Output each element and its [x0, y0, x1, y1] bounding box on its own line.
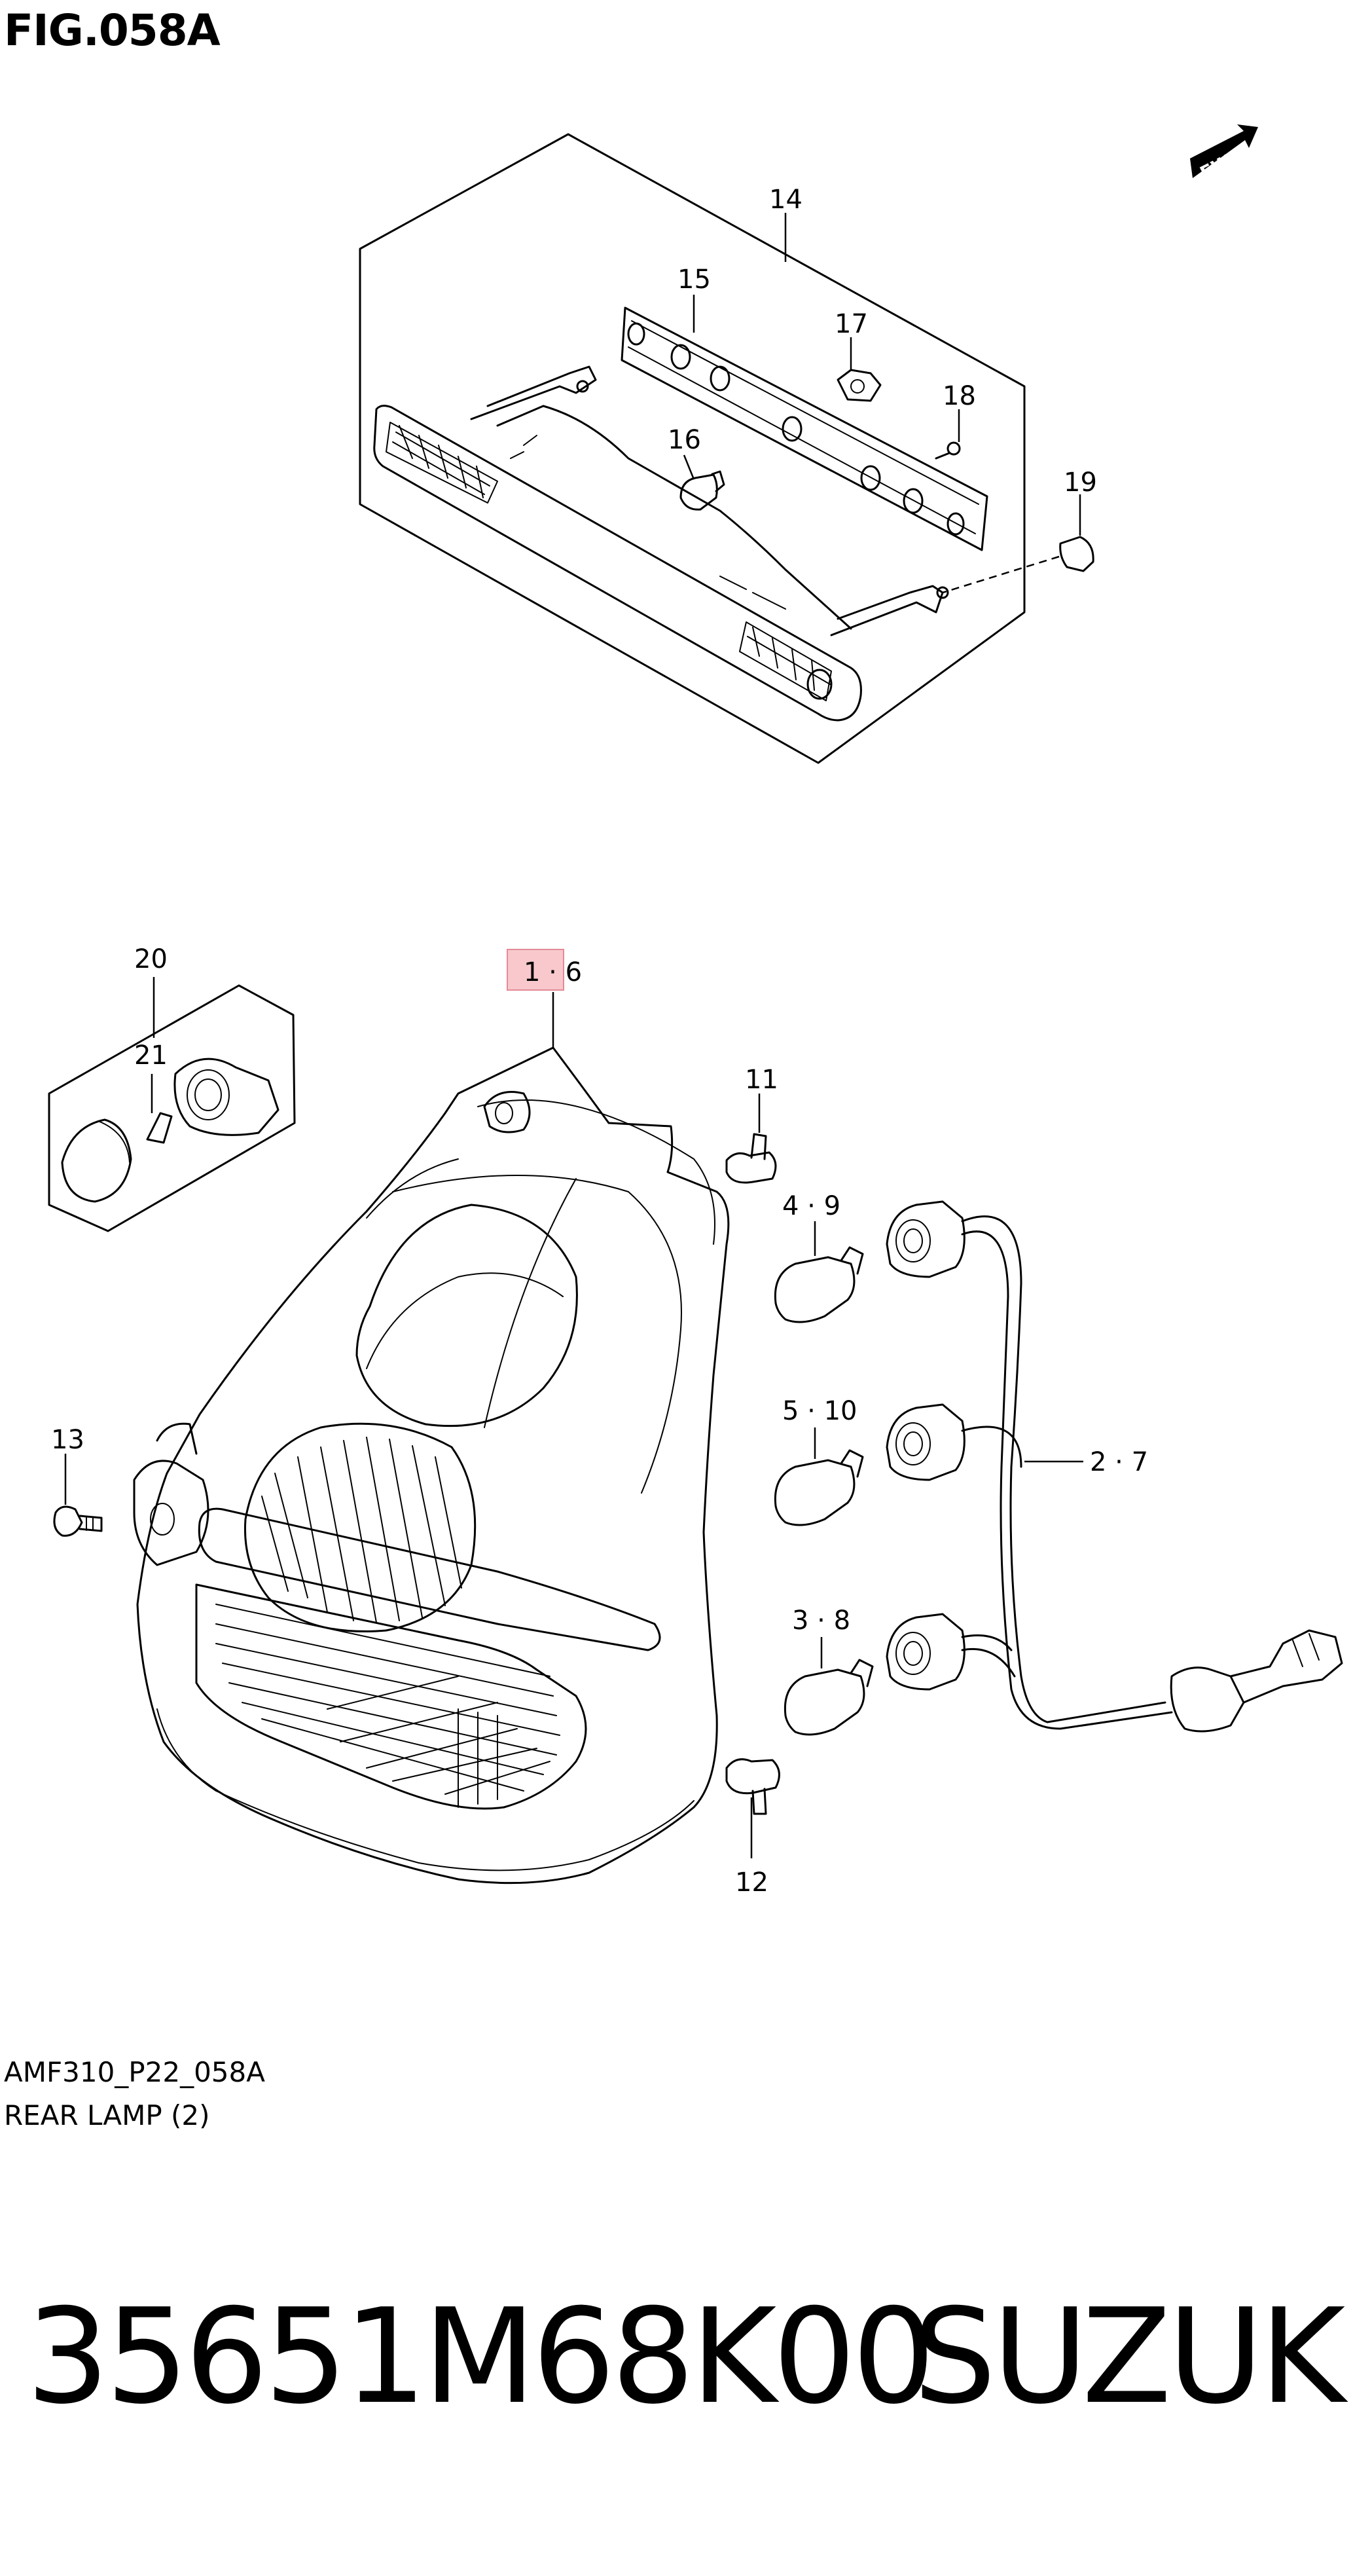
- callout-14: 14: [769, 185, 803, 215]
- license-lamp-kit: 20 21: [48, 944, 296, 1232]
- clip-11: 11: [725, 1065, 778, 1184]
- socket-17: [837, 369, 882, 402]
- harness-connector: [1229, 1629, 1343, 1704]
- callout-19: 19: [1064, 468, 1097, 498]
- upper-reflector: [355, 1204, 578, 1427]
- highlight-box: [507, 949, 564, 991]
- grommet-19: [942, 536, 1094, 594]
- callout-4-9: 4 · 9: [782, 1191, 840, 1221]
- callout-21: 21: [134, 1040, 168, 1071]
- lamp-lens-housing: [373, 405, 862, 722]
- lower-lens: [195, 1583, 587, 1810]
- lens-grid-right: [739, 621, 832, 701]
- lamp-housing-outline: [136, 1046, 730, 1885]
- bulb-4-9: 4 · 9: [774, 1191, 864, 1323]
- mount-bracket-right: [830, 585, 944, 636]
- fwd-arrow-icon: FWD: [1190, 124, 1258, 184]
- socket-middle: [886, 1403, 965, 1481]
- bulb-3-8: 3 · 8: [784, 1606, 874, 1736]
- callout-15: 15: [677, 265, 711, 295]
- kit-frame-20: [48, 984, 296, 1232]
- lamp-globe: [61, 1118, 132, 1203]
- socket-lower: [886, 1613, 965, 1691]
- assembly-frame-14: [359, 133, 1026, 764]
- rear-lamp-assembly: 1 · 6: [133, 949, 730, 1885]
- part-number: 35651M68K00: [26, 2281, 935, 2433]
- wedge-bulb-16: [679, 470, 725, 511]
- figure-caption: REAR LAMP (2): [4, 2099, 210, 2131]
- high-mount-lamp-assembly: 14 15 16 17 18 19: [359, 133, 1097, 764]
- callout-20: 20: [134, 944, 168, 974]
- callout-2-7: 2 · 7: [1090, 1447, 1148, 1477]
- mount-tab-upper: [483, 1091, 531, 1133]
- lens-grid-left: [386, 422, 498, 504]
- callout-5-10: 5 · 10: [782, 1396, 857, 1426]
- figure-id: FIG.058A: [4, 5, 221, 56]
- brand-name: SUZUKI: [913, 2281, 1353, 2433]
- wedge-bulb-21: [146, 1112, 173, 1144]
- callout-3-8: 3 · 8: [792, 1606, 850, 1636]
- socket-upper: [886, 1200, 965, 1278]
- main-reflector: [244, 1422, 477, 1632]
- figure-code: AMF310_P22_058A: [4, 2056, 265, 2088]
- mount-tab-side: [133, 1460, 209, 1566]
- callout-17: 17: [835, 309, 868, 339]
- mount-bracket-left: [470, 365, 597, 420]
- harness-grommet: [1170, 1666, 1245, 1733]
- callout-16: 16: [668, 425, 701, 455]
- callout-1-6: 1 · 6: [524, 957, 582, 987]
- callout-18: 18: [943, 381, 976, 411]
- bulb-5-10: 5 · 10: [774, 1396, 864, 1526]
- callout-11: 11: [745, 1065, 778, 1095]
- socket-harness-2-7: 2 · 7: [886, 1200, 1343, 1733]
- screw-18: [935, 441, 961, 460]
- bulb-holder-strip-15: [621, 306, 988, 551]
- clip-12: 12: [725, 1758, 780, 1898]
- lens-bar: [198, 1507, 661, 1651]
- lamp-socket: [173, 1058, 280, 1136]
- callout-13: 13: [51, 1425, 84, 1455]
- callout-12: 12: [735, 1868, 768, 1898]
- screw-13: 13: [51, 1425, 103, 1537]
